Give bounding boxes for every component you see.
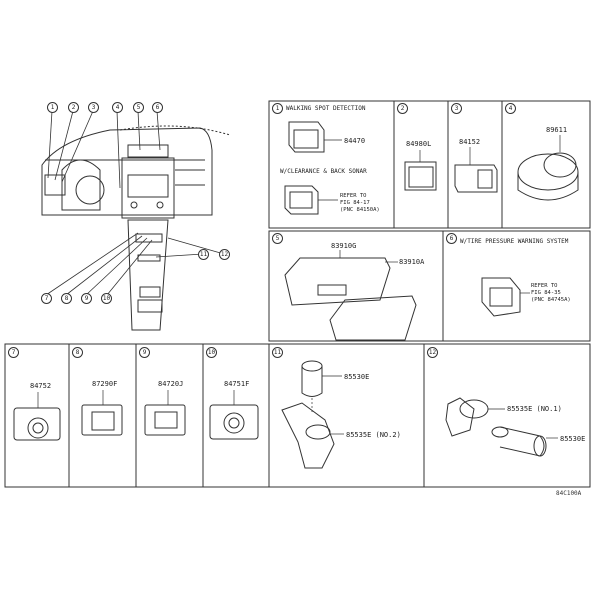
panel-5-part-number-b: 83910A bbox=[399, 258, 425, 266]
callout-badge-4: 4 bbox=[112, 102, 123, 113]
panel-10-switch-illustration bbox=[209, 390, 259, 440]
panel-6-switch-illustration bbox=[481, 277, 530, 317]
panel-7-part-number: 84752 bbox=[30, 382, 52, 390]
panel-8-badge: 8 bbox=[72, 347, 83, 358]
callout-badge-11: 11 bbox=[198, 249, 209, 260]
panel-7-badge: 7 bbox=[8, 347, 19, 358]
panel-12-part-number-a: 85535E (NO.1) bbox=[507, 405, 562, 413]
panel-1-header: WALKING SPOT DETECTION bbox=[286, 105, 366, 112]
panel-11-part-number-b: 85535E (NO.2) bbox=[346, 431, 401, 439]
callout-badge-1: 1 bbox=[47, 102, 58, 113]
panel-8-switch-illustration bbox=[81, 390, 123, 436]
callout-badge-10: 10 bbox=[101, 293, 112, 304]
panel-6-badge: 6 bbox=[446, 233, 457, 244]
panel-4-badge: 4 bbox=[505, 103, 516, 114]
panel-9-part-number: 84720J bbox=[158, 380, 184, 388]
panel-11-part-number-a: 85530E bbox=[344, 373, 370, 381]
panel-11-power-outlet-illustration bbox=[281, 360, 344, 469]
panel-1-ref-line-1: REFER TO bbox=[340, 193, 367, 199]
panel-frames bbox=[4, 100, 591, 488]
panel-10-part-number: 84751F bbox=[224, 380, 250, 388]
figure-code: 84C100A bbox=[556, 490, 582, 497]
panel-6-header: W/TIRE PRESSURE WARNING SYSTEM bbox=[460, 238, 569, 245]
panel-6-ref-line-1: REFER TO bbox=[531, 283, 558, 289]
panel-3-switch-illustration bbox=[454, 147, 498, 193]
panel-7-switch-illustration bbox=[13, 392, 61, 441]
panel-3-badge: 3 bbox=[451, 103, 462, 114]
panel-3-part-number: 84152 bbox=[459, 138, 481, 146]
panel-2-badge: 2 bbox=[397, 103, 408, 114]
callout-badge-6: 6 bbox=[152, 102, 163, 113]
panel-1-subheader: W/CLEARANCE & BACK SONAR bbox=[280, 168, 367, 175]
panel-5-part-number-a: 83910G bbox=[331, 242, 357, 250]
panel-11-badge: 11 bbox=[272, 347, 283, 358]
panel-4-start-button-illustration bbox=[517, 135, 579, 201]
panel-12-part-number-b: 85530E bbox=[560, 435, 586, 443]
callout-leader-lines bbox=[45, 110, 225, 296]
callout-badge-5: 5 bbox=[133, 102, 144, 113]
panel-12-badge: 12 bbox=[427, 347, 438, 358]
panel-6-ref-line-3: (PNC 84745A) bbox=[531, 297, 571, 303]
panel-10-badge: 10 bbox=[206, 347, 217, 358]
panel-1-part-number: 84470 bbox=[344, 137, 366, 145]
panel-6-ref-line-2: FIG 84-35 bbox=[531, 290, 561, 296]
panel-1-badge: 1 bbox=[272, 103, 283, 114]
panel-1-switch-illustrations bbox=[284, 121, 342, 215]
panel-5-badge: 5 bbox=[272, 233, 283, 244]
callout-badge-12: 12 bbox=[219, 249, 230, 260]
panel-12-power-outlet-illustration bbox=[445, 397, 558, 457]
panel-9-switch-illustration bbox=[144, 390, 186, 436]
callout-badge-8: 8 bbox=[61, 293, 72, 304]
callout-badge-9: 9 bbox=[81, 293, 92, 304]
callout-badge-2: 2 bbox=[68, 102, 79, 113]
panel-2-switch-illustration bbox=[404, 150, 437, 191]
panel-1-ref-line-3: (PNC 84150A) bbox=[340, 207, 380, 213]
panel-5-trim-illustrations bbox=[284, 250, 417, 341]
panel-9-badge: 9 bbox=[139, 347, 150, 358]
panel-2-part-number: 84980L bbox=[406, 140, 432, 148]
callout-badge-3: 3 bbox=[88, 102, 99, 113]
panel-8-part-number: 87290F bbox=[92, 380, 118, 388]
panel-1-ref-line-2: FIG 84-17 bbox=[340, 200, 370, 206]
panel-4-part-number: 89611 bbox=[546, 126, 568, 134]
callout-badge-7: 7 bbox=[41, 293, 52, 304]
